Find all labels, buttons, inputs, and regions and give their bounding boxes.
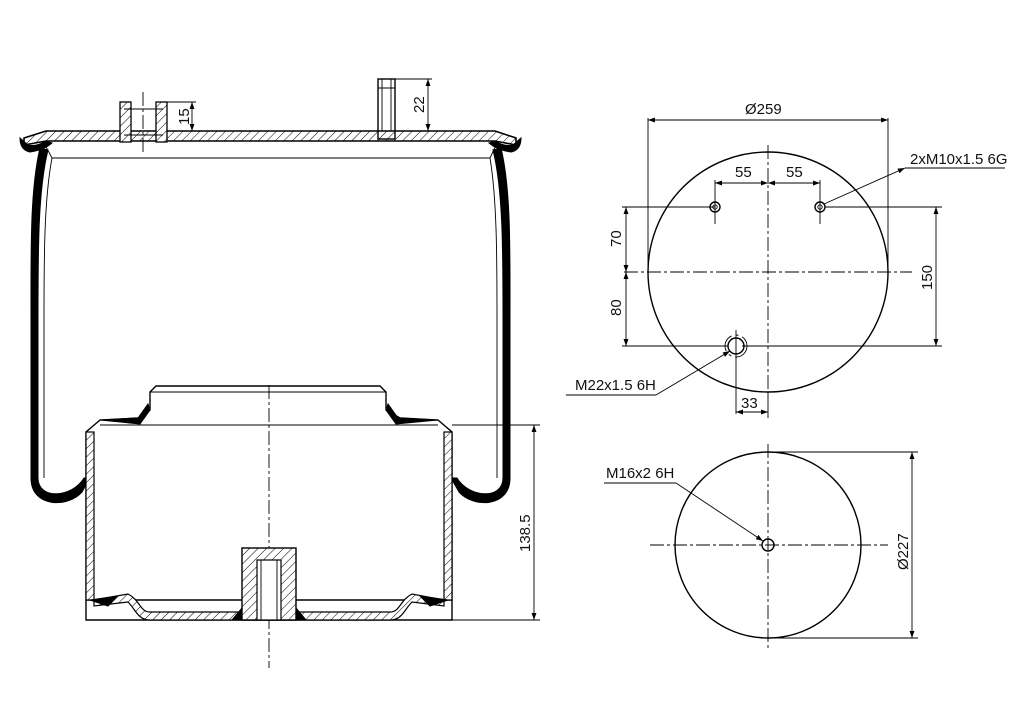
dim-vertical-offsets: 70 80	[608, 206, 728, 347]
top-bead-plate	[23, 130, 517, 146]
top-view: Ø259 55 55 70 80 150 33	[566, 101, 1008, 418]
dim-top-diameter-label: Ø259	[745, 101, 782, 118]
dim-offset-80-label: 80	[608, 299, 625, 316]
dim-top-port-height: 15	[167, 101, 196, 132]
dim-span-150-label: 150	[919, 265, 936, 290]
dim-port-offset-label: 33	[741, 395, 758, 412]
dim-span-150: 150	[742, 206, 942, 347]
dim-top-stud-height: 22	[395, 78, 432, 132]
dim-top-port-height-label: 15	[176, 108, 193, 125]
dim-stud-spacing: 55 55	[715, 164, 820, 186]
callout-thread: M16x2 6H	[604, 465, 764, 542]
top-view-stud-left	[709, 180, 721, 224]
piston-threaded-insert	[230, 547, 308, 621]
bead-crimp-right	[488, 136, 522, 153]
dim-piston-height: 138.5	[452, 424, 540, 621]
top-air-port	[119, 92, 168, 152]
piston-wall-right	[443, 431, 453, 601]
top-mounting-stud	[377, 78, 396, 140]
callout-air-port-label: M22x1.5 6H	[575, 377, 656, 394]
top-view-stud-right	[814, 180, 826, 224]
bottom-view: Ø227 M16x2 6H	[604, 444, 918, 650]
dim-bottom-diameter: Ø227	[768, 451, 918, 639]
dim-bottom-diameter-label: Ø227	[895, 533, 912, 570]
dim-stud-spacing-right-label: 55	[786, 164, 803, 181]
bead-crimp-left	[19, 136, 53, 153]
rubber-bellows-right	[450, 147, 511, 504]
callout-air-port: M22x1.5 6H	[566, 350, 731, 396]
side-view: 15 22	[19, 78, 540, 668]
bellows-inner-right	[489, 157, 498, 478]
dim-top-stud-height-label: 22	[411, 96, 428, 113]
dim-top-diameter: Ø259	[647, 101, 889, 272]
bottom-view-thread-hole	[761, 538, 775, 552]
rubber-bellows	[30, 147, 91, 504]
callout-studs: 2xM10x1.5 6G	[823, 151, 1008, 205]
bellows-inner-left	[43, 157, 53, 478]
dim-stud-spacing-left-label: 55	[735, 164, 752, 181]
callout-studs-label: 2xM10x1.5 6G	[910, 151, 1008, 168]
dim-offset-70-label: 70	[608, 230, 625, 247]
dim-piston-height-label: 138.5	[517, 514, 534, 552]
callout-thread-label: M16x2 6H	[606, 465, 674, 482]
dim-port-offset: 33	[736, 392, 769, 418]
piston-wall-left	[85, 431, 95, 601]
